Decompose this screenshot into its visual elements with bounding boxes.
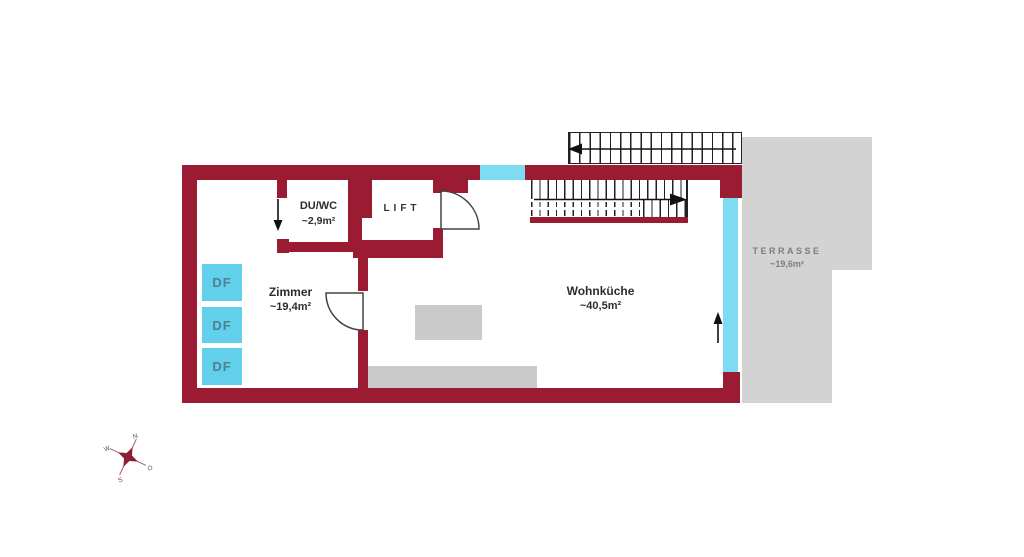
wall-top-left (182, 165, 480, 180)
compass-star (118, 447, 138, 467)
terrace-area-lower (742, 270, 832, 403)
wall-top-right (525, 165, 742, 180)
wall-lift-bottom (353, 240, 443, 258)
compass-s: S (117, 476, 124, 484)
room-name: TERRASSE (752, 246, 822, 256)
wall-right-corner-top (720, 180, 742, 198)
room-area: ~19,6m² (770, 259, 804, 269)
df-label: DF (212, 275, 232, 290)
stair-flight-lower-right-treads (643, 199, 688, 217)
roof-window-df-1: DF (202, 264, 242, 301)
wall-duwc-right (348, 180, 362, 252)
kitchen-island-block (415, 305, 482, 340)
wall-duwc-bottom (283, 242, 362, 252)
room-label-duwc: DU/WC ~2,9m² (276, 199, 361, 229)
stair-edge-line (686, 180, 688, 217)
room-area: ~19,4m² (269, 301, 312, 313)
wall-bottom (182, 388, 740, 403)
stair-flight-lower-dashed-treads-a (531, 202, 643, 207)
room-area: ~40,5m² (579, 300, 622, 312)
room-label-zimmer: Zimmer ~19,4m² (238, 285, 343, 315)
wall-left (182, 180, 197, 388)
stair-flight-lower-top-treads (531, 180, 688, 199)
terrace-area-upper (742, 137, 872, 270)
df-label: DF (212, 317, 232, 333)
room-name: Wohnküche (566, 284, 635, 298)
wall-divider-upper (358, 258, 368, 291)
wall-lift-right-bottom (433, 228, 443, 242)
window-right (723, 198, 738, 372)
compass-e: O (147, 464, 154, 472)
compass-n: N (132, 433, 139, 441)
room-label-terrasse: TERRASSE ~19,6m² (737, 245, 837, 271)
compass-w: W (103, 445, 112, 454)
kitchen-counter-block (367, 366, 537, 388)
df-label: DF (212, 359, 232, 374)
roof-window-df-2: DF (202, 307, 242, 343)
room-name: DU/WC (299, 200, 338, 212)
roof-window-df-3: DF (202, 348, 242, 385)
wall-divider-lower (358, 330, 368, 388)
stair-flight-lower-dashed-treads-b (531, 210, 643, 216)
entry-door-swing (440, 190, 480, 230)
wall-stair-base (530, 217, 688, 223)
stair-flight-upper (568, 132, 742, 164)
room-area: ~2,9m² (301, 215, 336, 227)
wall-lift-right-top (433, 180, 468, 193)
window-top (480, 165, 525, 180)
kitchen-arrow-head (713, 312, 723, 324)
room-name: Zimmer (268, 285, 313, 299)
wall-duwc-door-stub (277, 180, 287, 198)
room-label-lift: LIFT (370, 203, 434, 214)
room-name: LIFT (383, 203, 421, 214)
compass-rose-icon: N O S W (103, 433, 154, 485)
room-label-wohnkueche: Wohnküche ~40,5m² (543, 284, 658, 314)
wall-lift-left (362, 178, 372, 218)
